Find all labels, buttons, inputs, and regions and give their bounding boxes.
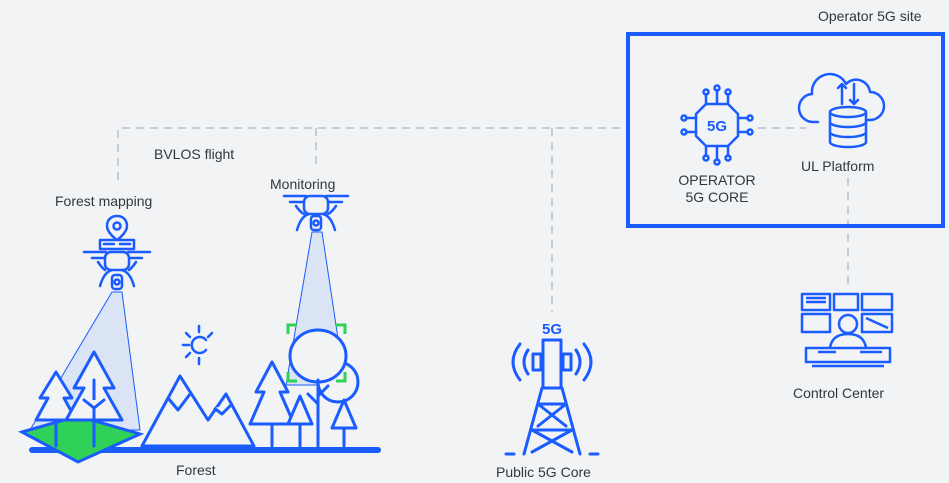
core-chip-label: 5G bbox=[707, 118, 727, 135]
tower-5g-badge: 5G bbox=[542, 321, 562, 338]
operator-site-box bbox=[626, 32, 945, 228]
mountains-icon bbox=[140, 374, 256, 448]
cloud-database-icon bbox=[797, 72, 886, 149]
public-5g-core-label: Public 5G Core bbox=[496, 464, 591, 480]
monitoring-label: Monitoring bbox=[270, 176, 336, 192]
ul-platform-label: UL Platform bbox=[801, 158, 875, 174]
control-room-icon bbox=[800, 292, 894, 368]
processor-chip-icon bbox=[680, 84, 754, 166]
control-center-label: Control Center bbox=[793, 385, 885, 401]
operator-core-label-line1: OPERATOR bbox=[678, 172, 756, 188]
location-pin-icon bbox=[105, 214, 129, 242]
drone-icon bbox=[82, 250, 152, 291]
forest-mapping-label: Forest mapping bbox=[55, 193, 153, 209]
connector-lines bbox=[117, 127, 849, 312]
sun-icon bbox=[181, 324, 214, 366]
deciduous-tree-icon bbox=[248, 328, 360, 448]
cell-tower-icon bbox=[504, 338, 600, 456]
monitoring-drone-icon bbox=[282, 194, 350, 232]
operator-core-label-line2: 5G CORE bbox=[685, 189, 749, 205]
pine-tree-icon bbox=[34, 350, 124, 448]
operator-site-title: Operator 5G site bbox=[818, 8, 922, 24]
bvlos-flight-label: BVLOS flight bbox=[154, 146, 235, 162]
forest-mapping-drone-icon bbox=[82, 214, 152, 291]
forest-label: Forest bbox=[176, 462, 216, 478]
detection-frame bbox=[286, 323, 347, 383]
package-icon bbox=[98, 238, 136, 251]
